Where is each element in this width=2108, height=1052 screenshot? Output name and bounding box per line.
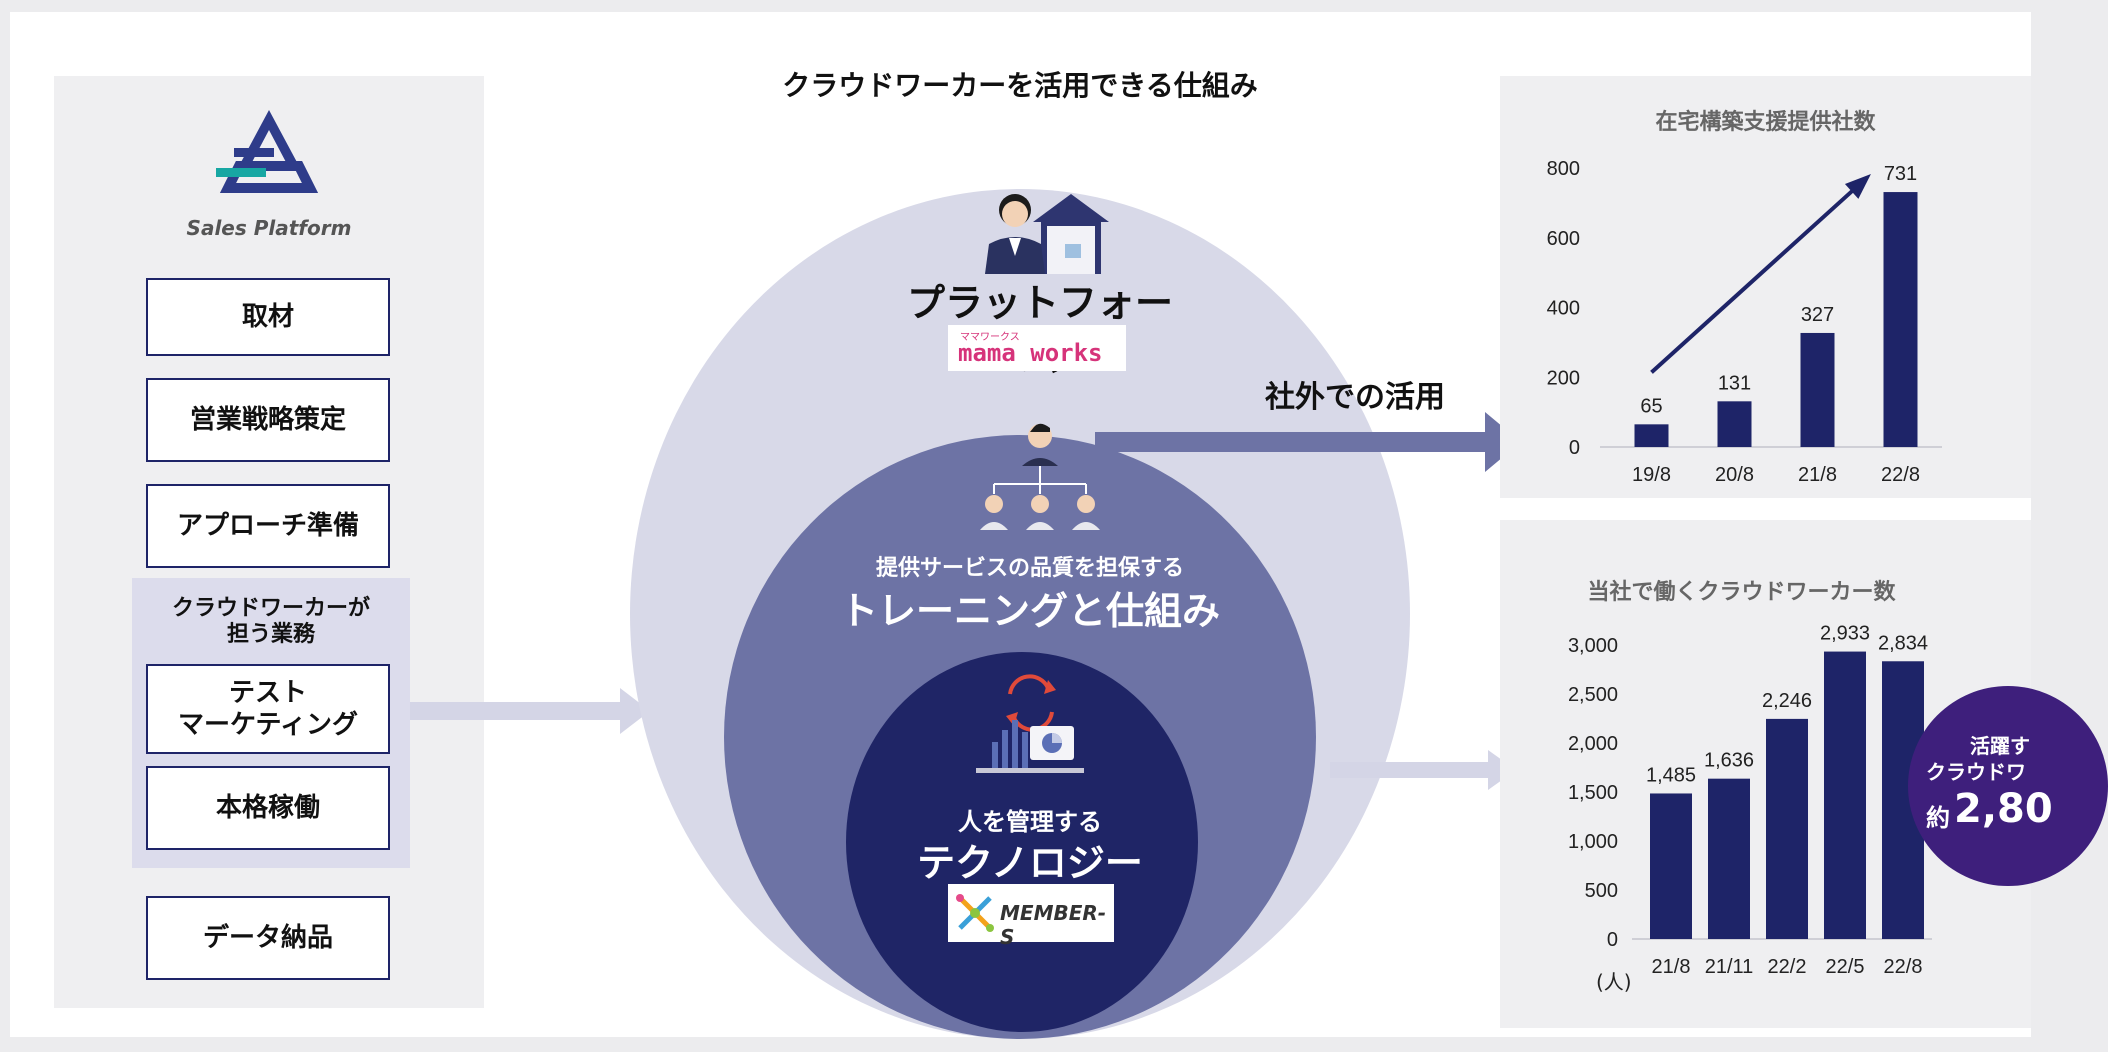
page-title: クラウドワーカーを活用できる仕組み [782,69,1258,102]
y-tick-label: 1,500 [1568,782,1618,804]
badge-line1: 活躍す [1970,734,2030,758]
companies-chart-title: 在宅構築支援提供社数 [1655,110,1876,135]
x-tick-label: 21/8 [1652,956,1691,978]
data-label: 1,485 [1646,764,1696,786]
y-tick-label: 3,000 [1568,635,1618,657]
data-label: 1,636 [1704,750,1754,772]
trend-arrow-line [1650,176,1868,374]
x-tick-label: 22/5 [1826,956,1865,978]
data-label: 2,933 [1820,623,1870,645]
external-use-arrow [1095,412,1521,472]
x-tick-label: 21/11 [1705,956,1754,978]
bar [1883,192,1918,447]
bar [1824,651,1866,939]
step-approach-prep-label: アプローチ準備 [176,510,359,541]
y-tick-label: 2,000 [1568,733,1618,755]
mama-works-logo-text: mama works [958,339,1103,367]
data-label: 131 [1718,372,1751,394]
step-test-marketing-label: テスト マーケティング [178,677,358,741]
data-label: 731 [1884,163,1917,185]
technology-title: テクノロジー [917,841,1143,885]
badge-value: 2,80 [1954,786,2053,832]
companies-chart-panel: 在宅構築支援提供社数 800 600 400 200 0 65 19/8 131 20/8 327… [1500,76,2031,498]
step-approach-prep: アプローチ準備 [146,484,390,568]
analytics-laptop-icon [976,674,1084,773]
x-tick-label: 22/8 [1884,956,1923,978]
member-s-logo-text: MEMBER-S [1000,901,1107,949]
x-tick-label: 21/8 [1798,464,1837,486]
y-tick-label: 200 [1547,367,1580,389]
x-tick-label: 20/8 [1715,464,1754,486]
y-tick-label: 1,000 [1568,831,1618,853]
step-test-marketing: テスト マーケティング [146,664,390,754]
bar [1650,793,1692,939]
y-tick-label: 600 [1547,228,1580,250]
badge-prefix: 約 [1926,804,1950,832]
x-tick-label: 22/2 [1768,956,1807,978]
step-data-delivery-label: データ納品 [202,922,333,953]
training-title: トレーニングと仕組み [839,589,1220,633]
crowdworkers-bar-chart: 3,000 2,500 2,000 1,500 1,000 500 0 1,485 21/8 1,… [1568,623,1932,978]
y-tick-label: 400 [1547,298,1580,320]
x-tick-label: 22/8 [1881,464,1920,486]
active-crowdworkers-badge: 活躍す クラウドワ 約 2,80 [1908,686,2108,886]
mama-works-logo-small: ママワークス [960,332,1020,343]
data-label: 65 [1640,395,1662,417]
service-structure-diagram [630,189,1410,1039]
crowdworker-group-title: クラウドワーカーが 担う業務 [171,596,370,648]
data-label: 2,246 [1762,690,1812,712]
y-tick-label: 0 [1569,437,1580,459]
workflow-to-circle-arrow [410,688,650,734]
member-s-logo-mark [956,894,994,932]
crowdworkers-chart-panel: 当社で働くクラウドワーカー数 3,000 2,500 2,000 1,500 1,000… [1500,520,2031,1028]
step-interview: 取材 [146,278,390,356]
unit-label: (人) [1596,970,1632,994]
data-label: 327 [1801,304,1834,326]
bar [1766,718,1808,939]
bar [1800,332,1835,447]
mama-works-logo: ママワークス mama works [948,325,1126,371]
operator-house-icon [985,194,1109,274]
y-tick-label: 0 [1607,929,1618,951]
data-label: 2,834 [1878,632,1928,654]
y-tick-label: 2,500 [1568,684,1618,706]
sales-platform-logo [204,106,334,206]
companies-bar-chart: 800 600 400 200 0 65 19/8 131 20/8 327 21/8 731 22/8 [1547,158,1942,486]
workflow-panel: Sales Platform 取材 営業戦略策定 アプローチ準備 クラウドワーカ… [54,76,484,1008]
crowdworkers-chart-title: 当社で働くクラウドワーカー数 [1587,580,1896,605]
training-subtitle: 提供サービスの品質を担保する [875,556,1184,581]
step-full-operation: 本格稼働 [146,766,390,850]
step-interview-label: 取材 [241,301,294,332]
bar [1708,778,1750,939]
y-tick-label: 500 [1585,880,1618,902]
step-sales-strategy: 営業戦略策定 [146,378,390,462]
bar [1717,401,1752,447]
external-use-label: 社外での活用 [1265,380,1445,415]
sales-platform-logo-mark [216,110,319,193]
technology-subtitle: 人を管理する [958,808,1102,836]
member-s-logo: MEMBER-S [948,884,1114,949]
step-full-operation-label: 本格稼働 [215,792,320,823]
sales-platform-logo-text: Sales Platform [186,216,352,240]
org-chart-icon [980,423,1100,530]
step-data-delivery: データ納品 [146,896,390,980]
step-sales-strategy-label: 営業戦略策定 [189,404,346,435]
bar [1634,424,1669,447]
trend-arrow-head [1844,174,1871,199]
badge-line2: クラウドワ [1926,760,2026,784]
slide-canvas: クラウドワーカーを活用できる仕組み Sales Platform 取材 営業戦略… [10,12,2108,1039]
y-tick-label: 800 [1547,158,1580,180]
x-tick-label: 19/8 [1632,464,1671,486]
